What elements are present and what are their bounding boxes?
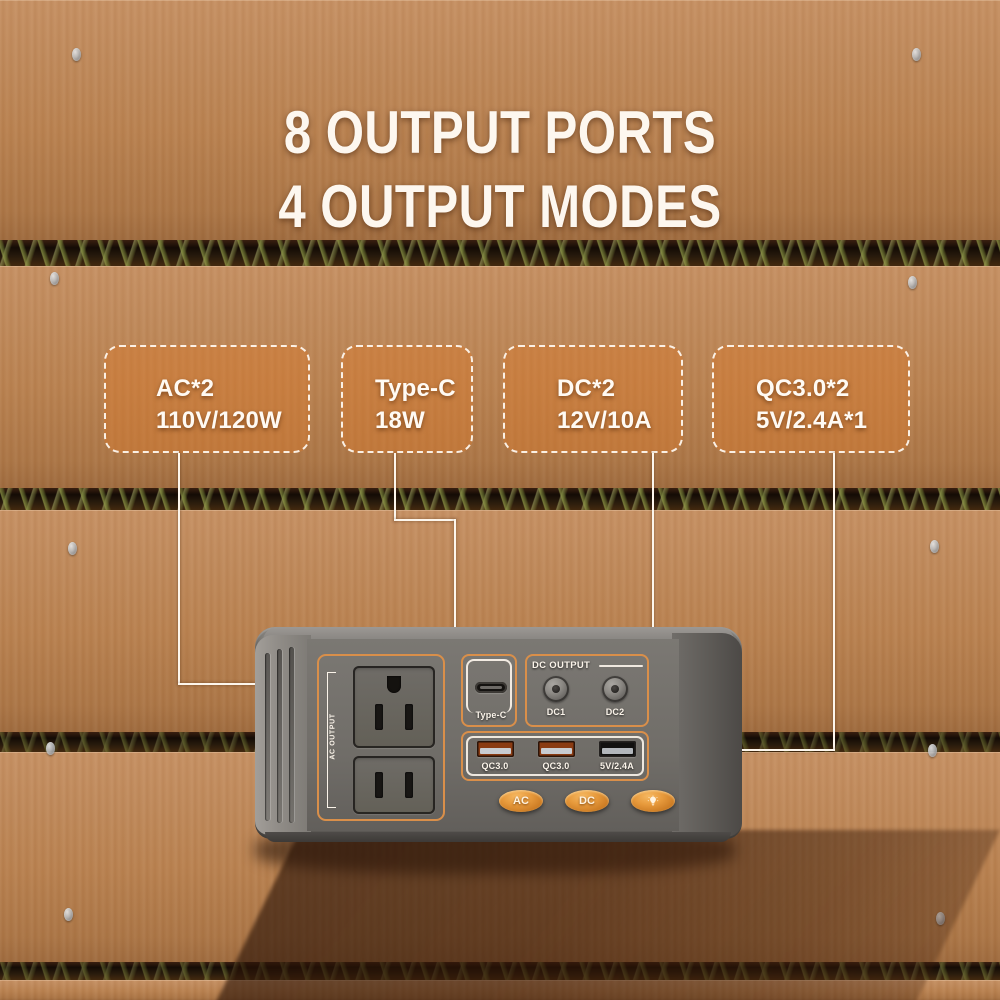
typec-port[interactable]	[475, 682, 507, 693]
deck-screw	[50, 272, 59, 285]
deck-screw	[912, 48, 921, 61]
dc-power-button[interactable]: DC	[565, 790, 609, 812]
usb-port-qc30-1[interactable]	[477, 741, 514, 757]
portable-power-station: AC OUTPUT Type-C DC OUTPUT DC1 D	[255, 627, 742, 842]
device-cast-shadow	[214, 830, 1000, 1000]
dc-port-label-1: DC1	[546, 707, 566, 717]
outlet-slot	[405, 704, 413, 730]
ac-output-bracket	[327, 672, 336, 808]
deck-gap-grass	[0, 240, 1000, 266]
outlet-slot	[375, 772, 383, 798]
outlet-slot	[375, 704, 383, 730]
vent-slot	[277, 649, 282, 823]
usb-port-qc30-2[interactable]	[538, 741, 575, 757]
spec-card-value: 110V/120W	[156, 407, 282, 434]
device-bottom-lip	[265, 832, 731, 842]
deck-screw	[908, 276, 917, 289]
usb-output-section: QC3.0 QC3.0 5V/2.4A	[461, 731, 649, 781]
usb-tongue	[480, 748, 511, 754]
device-top-edge	[263, 627, 734, 641]
dc-jack-2[interactable]	[602, 676, 628, 702]
usb-port-5v24a[interactable]	[599, 741, 636, 757]
usb-port-label-1: QC3.0	[481, 761, 509, 771]
deck-screw	[928, 744, 937, 757]
typec-highlight-frame	[466, 659, 512, 713]
deck-screw	[64, 908, 73, 921]
dc-output-title: DC OUTPUT	[532, 660, 591, 671]
vent-slot	[289, 647, 294, 823]
headline-line-1: 8 OUTPUT PORTS	[283, 99, 717, 166]
ac-outlet-3prong[interactable]	[353, 666, 435, 748]
connector-line-qc	[833, 453, 835, 751]
spec-card-title: QC3.0*2	[756, 375, 850, 402]
ac-output-label: AC OUTPUT	[329, 713, 337, 760]
typec-output-section: Type-C	[461, 654, 517, 727]
connector-line-typec	[454, 519, 456, 695]
device-left-side	[255, 635, 311, 835]
usb-tongue	[541, 748, 572, 754]
vent-slot	[265, 653, 270, 821]
light-bulb-icon	[647, 795, 659, 806]
spec-card-qc[interactable]: QC3.0*2 5V/2.4A*1	[712, 345, 910, 453]
connector-line-dc	[652, 453, 654, 660]
dc-port-label-2: DC2	[605, 707, 625, 717]
typec-label: Type-C	[475, 710, 507, 720]
outlet-slot	[405, 772, 413, 798]
outlet-ground-pin	[387, 676, 401, 693]
headline-line-2: 4 OUTPUT MODES	[278, 173, 722, 240]
usb-port-label-3: 5V/2.4A	[600, 761, 634, 771]
ac-outlet-2prong[interactable]	[353, 756, 435, 814]
ac-output-section: AC OUTPUT	[317, 654, 445, 821]
usb-port-label-2: QC3.0	[542, 761, 570, 771]
deck-screw	[46, 742, 55, 755]
spec-card-typec[interactable]: Type-C 18W	[341, 345, 473, 453]
dc-jack-1[interactable]	[543, 676, 569, 702]
spec-card-value: 5V/2.4A*1	[756, 407, 868, 434]
usb-tongue	[602, 748, 633, 754]
spec-card-title: DC*2	[557, 375, 616, 402]
dc-output-rule	[599, 665, 643, 667]
deck-plank	[0, 0, 1000, 240]
spec-card-ac[interactable]: AC*2 110V/120W	[104, 345, 310, 453]
connector-line-ac	[178, 453, 180, 684]
deck-screw	[68, 542, 77, 555]
deck-screw	[930, 540, 939, 553]
connector-line-typec	[394, 453, 396, 521]
spec-card-value: 12V/10A	[557, 407, 652, 434]
connector-line-ac	[178, 683, 320, 685]
spec-card-title: Type-C	[375, 375, 456, 402]
spec-card-title: AC*2	[156, 375, 215, 402]
deck-screw	[72, 48, 81, 61]
deck-gap-grass	[0, 488, 1000, 510]
dc-output-section: DC OUTPUT DC1 DC2	[525, 654, 649, 727]
light-button[interactable]	[631, 790, 675, 812]
ac-power-button[interactable]: AC	[499, 790, 543, 812]
connector-line-qc	[672, 749, 835, 751]
spec-card-dc[interactable]: DC*2 12V/10A	[503, 345, 683, 453]
page-title: 8 OUTPUT PORTS 4 OUTPUT MODES	[90, 96, 910, 244]
usb-highlight-frame	[466, 736, 644, 776]
connector-line-typec	[394, 519, 456, 521]
spec-card-value: 18W	[375, 407, 425, 434]
device-right-side	[672, 633, 742, 837]
